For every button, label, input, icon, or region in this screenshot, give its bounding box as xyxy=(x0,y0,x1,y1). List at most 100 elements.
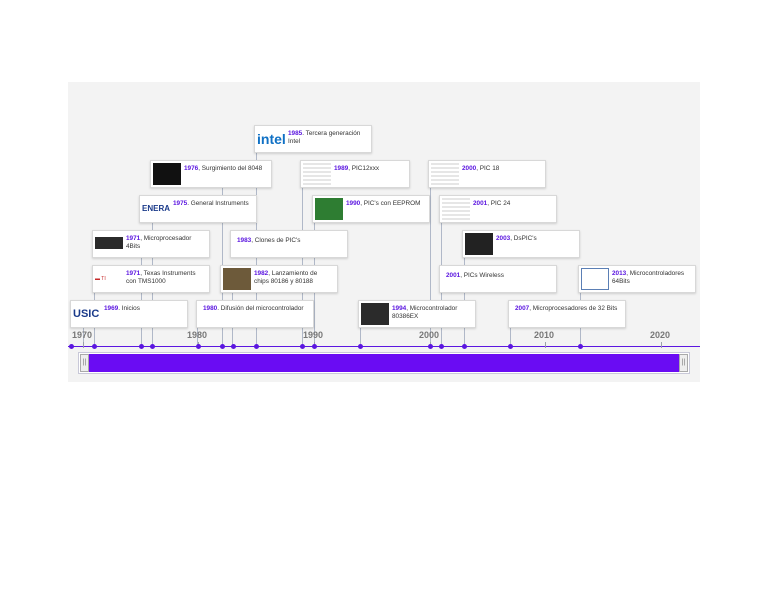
event-card-1990[interactable]: 1990, PIC's con EEPROM xyxy=(312,195,430,223)
event-year: 1971 xyxy=(126,235,141,242)
event-card-2003[interactable]: 2003, DsPIC's xyxy=(462,230,580,258)
event-text: , PICs Wireless xyxy=(460,272,504,279)
connector-line xyxy=(197,325,198,346)
connector-line xyxy=(360,325,361,346)
event-text: , DsPIC's xyxy=(510,235,537,242)
event-text: , Microcontroladores 64Bits xyxy=(612,270,685,285)
event-marker[interactable] xyxy=(231,344,236,349)
event-year: 2000 xyxy=(462,165,477,172)
usic-logo-icon: USIC xyxy=(73,308,100,320)
chip-image-icon xyxy=(465,233,493,255)
event-year: 1982 xyxy=(254,270,269,277)
event-text: , PIC 24 xyxy=(487,200,511,207)
event-card-2007[interactable]: 2007, Microprocesadores de 32 Bits xyxy=(508,300,626,328)
event-year: 1989 xyxy=(334,165,349,172)
chip-image-icon xyxy=(223,268,251,290)
intel-logo-icon: intel xyxy=(257,131,286,147)
event-marker[interactable] xyxy=(508,344,513,349)
axis-label-2000: 2000 xyxy=(419,330,440,340)
event-text: , Surgimiento del 8048 xyxy=(198,165,263,172)
event-text: . General Instruments xyxy=(187,200,249,207)
event-marker[interactable] xyxy=(428,344,433,349)
range-handle-left[interactable]: || xyxy=(80,354,89,372)
event-year: 1985 xyxy=(288,130,303,137)
event-marker[interactable] xyxy=(578,344,583,349)
datasheet-image-icon xyxy=(303,163,331,185)
axis-tick xyxy=(83,342,84,348)
event-card-1980[interactable]: 1980. Difusión del microcontrolador xyxy=(196,300,314,328)
axis-label-2010: 2010 xyxy=(534,330,555,340)
event-text: , Lanzamiento de chips 80186 y 80188 xyxy=(254,270,318,285)
range-selector-fill[interactable] xyxy=(89,354,679,372)
event-year: 1969 xyxy=(104,305,119,312)
event-marker[interactable] xyxy=(300,344,305,349)
general-instruments-logo-icon: ENERA xyxy=(142,204,171,213)
event-year: 1983 xyxy=(237,237,252,244)
event-marker[interactable] xyxy=(196,344,201,349)
chip-image-icon xyxy=(95,237,123,249)
event-year: 2001 xyxy=(446,272,461,279)
event-card-1971-4bits[interactable]: 1971, Microprocesador 4Bits xyxy=(92,230,210,258)
event-marker[interactable] xyxy=(220,344,225,349)
event-card-1976[interactable]: 1976, Surgimiento del 8048 xyxy=(150,160,272,188)
connector-line xyxy=(510,325,511,346)
event-text: , Clones de PIC's xyxy=(251,237,301,244)
event-marker[interactable] xyxy=(139,344,144,349)
event-text: , Microprocesador 4Bits xyxy=(126,235,192,250)
event-card-1983[interactable]: 1983, Clones de PIC's xyxy=(230,230,348,258)
event-card-2001-pic24[interactable]: 2001, PIC 24 xyxy=(439,195,557,223)
event-text: , PIC's con EEPROM xyxy=(360,200,421,207)
axis-tick xyxy=(661,342,662,348)
range-handle-right[interactable]: || xyxy=(679,354,688,372)
event-text: , Microprocesadores de 32 Bits xyxy=(529,305,618,312)
event-marker[interactable] xyxy=(254,344,259,349)
event-year: 2007 xyxy=(515,305,530,312)
board-image-icon xyxy=(315,198,343,220)
event-text: . Inicios xyxy=(118,305,140,312)
event-card-1971-ti[interactable]: ▬ TI 1971, Texas Instruments con TMS1000 xyxy=(92,265,210,293)
texas-instruments-logo-icon: ▬ TI xyxy=(95,276,106,282)
event-year: 1976 xyxy=(184,165,199,172)
event-year: 2001 xyxy=(473,200,488,207)
event-card-1985-intel[interactable]: intel 1985. Tercera generación Intel xyxy=(254,125,372,153)
axis-tick xyxy=(545,342,546,348)
event-text: , PIC12xxx xyxy=(348,165,380,172)
event-text: , Microcontrolador 80386EX xyxy=(392,305,458,320)
event-year: 1994 xyxy=(392,305,407,312)
event-card-2000[interactable]: 2000, PIC 18 xyxy=(428,160,546,188)
event-marker[interactable] xyxy=(92,344,97,349)
event-marker[interactable] xyxy=(312,344,317,349)
event-year: 2013 xyxy=(612,270,627,277)
axis-label-1980: 1980 xyxy=(187,330,208,340)
screen-image-icon xyxy=(153,163,181,185)
axis-label-1970: 1970 xyxy=(72,330,93,340)
axis-label-1990: 1990 xyxy=(303,330,324,340)
event-card-1969[interactable]: USIC 1969. Inicios xyxy=(70,300,188,328)
event-text: , PIC 18 xyxy=(476,165,500,172)
axis-label-2020: 2020 xyxy=(650,330,671,340)
event-marker[interactable] xyxy=(150,344,155,349)
event-year: 1990 xyxy=(346,200,361,207)
event-card-2001-wireless[interactable]: 2001, PICs Wireless xyxy=(439,265,557,293)
datasheet-image-icon xyxy=(442,198,470,220)
event-card-1982[interactable]: 1982, Lanzamiento de chips 80186 y 80188 xyxy=(220,265,338,293)
event-marker[interactable] xyxy=(69,344,74,349)
board-image-icon xyxy=(581,268,609,290)
event-year: 2003 xyxy=(496,235,511,242)
event-text: . Difusión del microcontrolador xyxy=(217,305,304,312)
event-text: , Texas Instruments con TMS1000 xyxy=(126,270,196,285)
event-card-1989[interactable]: 1989, PIC12xxx xyxy=(300,160,410,188)
event-marker[interactable] xyxy=(462,344,467,349)
event-marker[interactable] xyxy=(358,344,363,349)
range-selector[interactable]: || || xyxy=(78,352,690,374)
event-year: 1980 xyxy=(203,305,218,312)
event-card-2013[interactable]: 2013, Microcontroladores 64Bits xyxy=(578,265,696,293)
event-card-1975[interactable]: ENERA 1975. General Instruments xyxy=(139,195,257,223)
chip-image-icon xyxy=(361,303,389,325)
connector-line xyxy=(430,185,431,346)
event-marker[interactable] xyxy=(439,344,444,349)
timeline-axis xyxy=(68,346,700,347)
connector-line xyxy=(83,318,84,346)
datasheet-image-icon xyxy=(431,163,459,185)
event-card-1994[interactable]: 1994, Microcontrolador 80386EX xyxy=(358,300,476,328)
